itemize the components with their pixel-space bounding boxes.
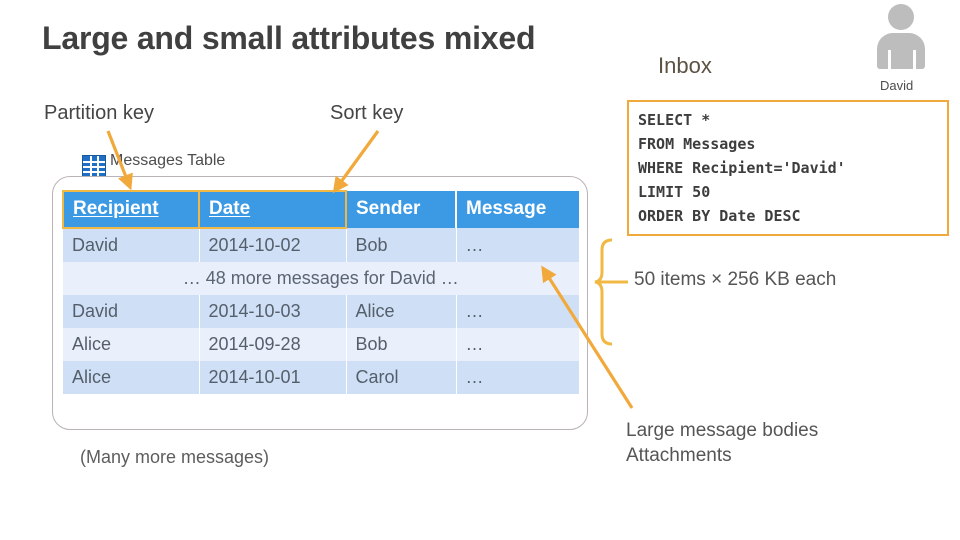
sql-query-box: SELECT * FROM Messages WHERE Recipient='…	[627, 100, 949, 236]
table-row[interactable]: Alice 2014-10-01 Carol …	[63, 361, 579, 394]
cell-recipient: David	[63, 295, 200, 328]
cell-date: 2014-10-01	[199, 361, 347, 394]
cell-recipient: Alice	[63, 328, 200, 361]
column-header-date[interactable]: Date	[198, 190, 347, 229]
cell-date: 2014-10-02	[199, 228, 347, 262]
cell-sender: Bob	[346, 328, 457, 361]
sql-line: FROM Messages	[638, 135, 756, 153]
more-messages-text: … 48 more messages for David …	[63, 262, 580, 295]
table-row-more-messages: … 48 more messages for David …	[63, 262, 580, 295]
partition-key-label: Partition key	[44, 102, 155, 124]
cell-message: …	[456, 295, 579, 328]
cell-message: …	[456, 361, 579, 394]
large-bodies-annotation: Large message bodies Attachments	[626, 418, 818, 468]
cell-recipient: Alice	[63, 361, 200, 394]
page-title: Large and small attributes mixed	[42, 20, 536, 56]
large-bodies-line-2: Attachments	[626, 445, 732, 466]
sql-line: WHERE Recipient='David'	[638, 159, 846, 177]
sql-line: ORDER BY Date DESC	[638, 207, 801, 225]
cell-date: 2014-09-28	[199, 328, 347, 361]
cell-sender: Bob	[346, 228, 457, 262]
table-caption: Messages Table	[110, 152, 226, 169]
sql-line: SELECT *	[638, 111, 711, 129]
table-grid-icon	[82, 155, 106, 177]
table-row[interactable]: David 2014-10-02 Bob …	[63, 228, 579, 262]
sort-key-label: Sort key	[330, 102, 404, 124]
many-more-messages-caption: (Many more messages)	[80, 447, 270, 467]
column-header-recipient[interactable]: Recipient	[62, 190, 200, 229]
sql-line: LIMIT 50	[638, 183, 711, 201]
inbox-tab-label: Inbox	[658, 53, 712, 78]
table-row[interactable]: Alice 2014-09-28 Bob …	[63, 328, 579, 361]
large-bodies-line-1: Large message bodies	[626, 420, 819, 441]
cell-date: 2014-10-03	[199, 295, 347, 328]
items-size-annotation: 50 items × 256 KB each	[634, 269, 837, 290]
cell-message: …	[456, 228, 579, 262]
column-header-message[interactable]: Message	[456, 191, 579, 228]
messages-table: Recipient Date Sender Message David 2014…	[62, 190, 580, 394]
avatar-label: David	[880, 78, 914, 93]
person-avatar-icon	[872, 4, 928, 70]
table-header-row: Recipient Date Sender Message	[62, 190, 579, 229]
cell-message: …	[456, 328, 579, 361]
cell-sender: Carol	[346, 361, 457, 394]
items-brace	[594, 238, 613, 346]
table-row[interactable]: David 2014-10-03 Alice …	[63, 295, 579, 328]
cell-sender: Alice	[346, 295, 457, 328]
cell-recipient: David	[63, 228, 200, 262]
column-header-sender[interactable]: Sender	[346, 191, 457, 228]
